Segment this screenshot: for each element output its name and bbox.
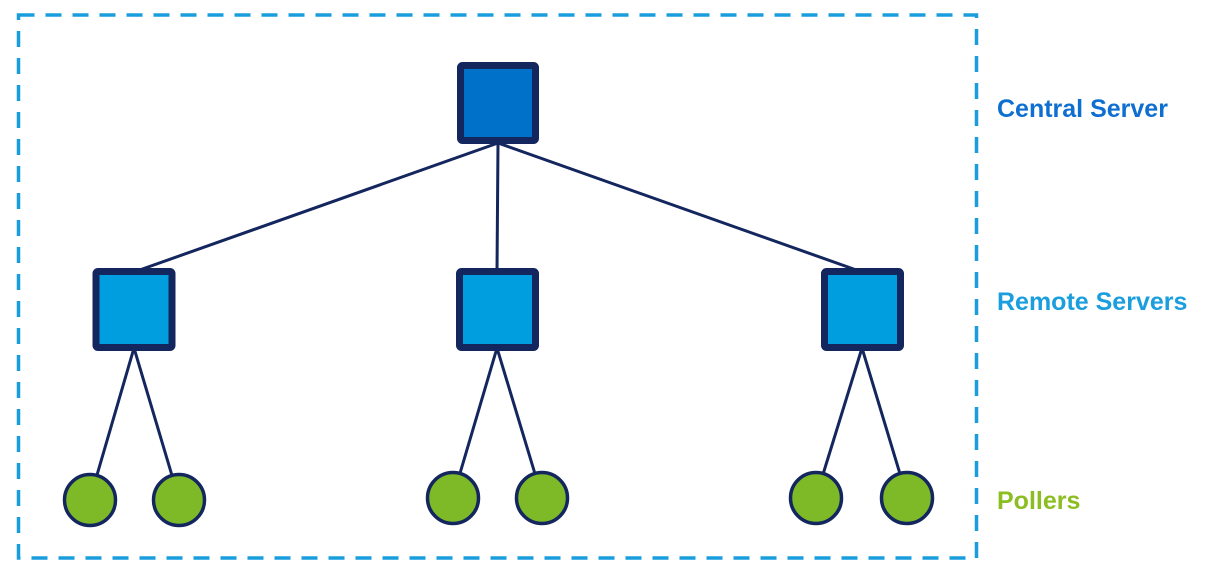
remote-server-node-2 xyxy=(456,268,539,351)
remote-server-node-1 xyxy=(92,268,176,351)
poller-node-6 xyxy=(879,470,935,526)
poller-node-2 xyxy=(151,472,207,528)
remote-servers-label: Remote Servers xyxy=(997,288,1187,316)
central-server-node xyxy=(457,62,539,144)
poller-node-4 xyxy=(514,470,570,526)
edge-central-to-remote-3 xyxy=(497,141,863,274)
poller-node-3 xyxy=(425,470,481,526)
poller-node-1 xyxy=(62,472,118,528)
central-server-label: Central Server xyxy=(997,95,1168,123)
edge-central-to-remote-2 xyxy=(495,142,500,273)
poller-node-5 xyxy=(788,470,844,526)
pollers-label: Pollers xyxy=(997,487,1080,515)
diagram-dashed-border xyxy=(16,13,979,560)
remote-server-node-3 xyxy=(821,268,904,351)
edge-central-to-remote-1 xyxy=(133,141,499,274)
